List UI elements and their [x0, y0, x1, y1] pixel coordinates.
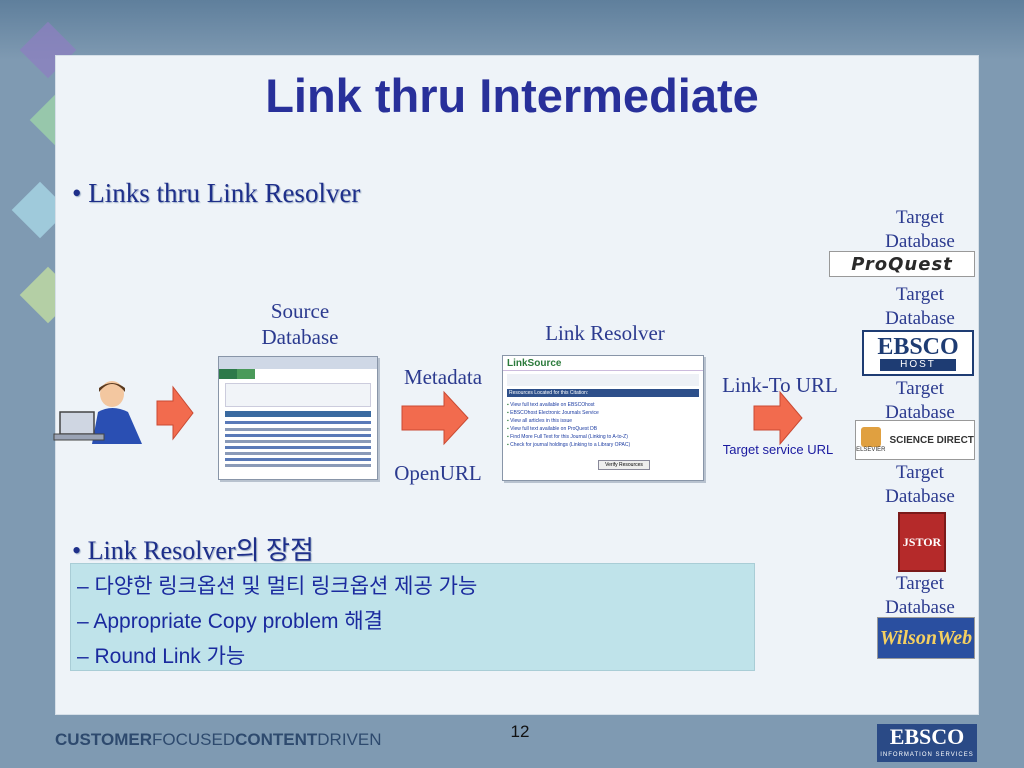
- verify-resources-button[interactable]: Verify Resources: [598, 460, 650, 470]
- arrow-right-icon: [156, 385, 194, 441]
- advantage-item: – Round Link 가능: [77, 645, 246, 668]
- advantage-item: – Appropriate Copy problem 해결: [77, 610, 383, 633]
- target-database-label: Target Database: [885, 462, 955, 507]
- linksource-logo: LinkSource: [507, 357, 562, 369]
- link-resolver-label: Link Resolver: [545, 321, 665, 345]
- linksource-item[interactable]: ▪ View full text available on ProQuest D…: [507, 426, 598, 432]
- sciencedirect-logo: ELSEVIER SCIENCE DIRECT: [855, 420, 975, 460]
- linksource-item[interactable]: ▪ View all articles in this issue: [507, 418, 573, 424]
- page-number: 12: [510, 722, 530, 741]
- advantages-box: – 다양한 링크옵션 및 멀티 링크옵션 제공 가능 – Appropriate…: [70, 563, 755, 671]
- linksource-item[interactable]: ▪ EBSCOhost Electronic Journals Service: [507, 410, 599, 416]
- footer-tagline: CUSTOMERFOCUSEDCONTENTDRIVEN: [55, 730, 382, 749]
- target-database-label: Target Database: [885, 284, 955, 329]
- linksource-item[interactable]: ▪ Find More Full Text for this Journal (…: [507, 434, 628, 440]
- openurl-label: OpenURL: [394, 461, 482, 485]
- user-at-computer-icon: [53, 381, 142, 444]
- jstor-logo: JSTOR: [898, 512, 946, 572]
- wilsonweb-logo: WilsonWeb: [877, 617, 975, 659]
- source-database-screenshot: [218, 356, 378, 480]
- link-resolver-screenshot: LinkSource Resources Located for this Ci…: [502, 355, 704, 481]
- linksource-item[interactable]: ▪ View full text available on EBSCOhost: [507, 402, 595, 408]
- background-header-band: [0, 0, 1024, 60]
- target-service-url-label: Target service URL: [722, 442, 834, 457]
- target-database-label: Target Database: [885, 573, 955, 618]
- advantage-item: – 다양한 링크옵션 및 멀티 링크옵션 제공 가능: [77, 575, 478, 598]
- linksource-item[interactable]: ▪ Check for journal holdings (Linking to…: [507, 442, 631, 448]
- slide-title: Link thru Intermediate: [265, 69, 759, 122]
- linksource-header: Resources Located for this Citation:: [507, 389, 699, 397]
- bullet-resolver-advantages: • Link Resolver의 장점: [72, 536, 314, 565]
- proquest-logo: ProQuest: [829, 251, 975, 277]
- source-database-label: Source Database: [261, 299, 339, 349]
- ebsco-footer-logo: EBSCO INFORMATION SERVICES: [877, 724, 977, 762]
- ebsco-host-logo: EBSCO HOST: [862, 330, 974, 376]
- target-database-label: Target Database: [885, 378, 955, 423]
- arrow-right-icon: [401, 390, 469, 446]
- bullet-links-thru-resolver: • Links thru Link Resolver: [72, 178, 361, 208]
- metadata-label: Metadata: [403, 365, 483, 389]
- arrow-right-icon: [753, 390, 803, 446]
- target-database-label: Target Database: [885, 207, 955, 252]
